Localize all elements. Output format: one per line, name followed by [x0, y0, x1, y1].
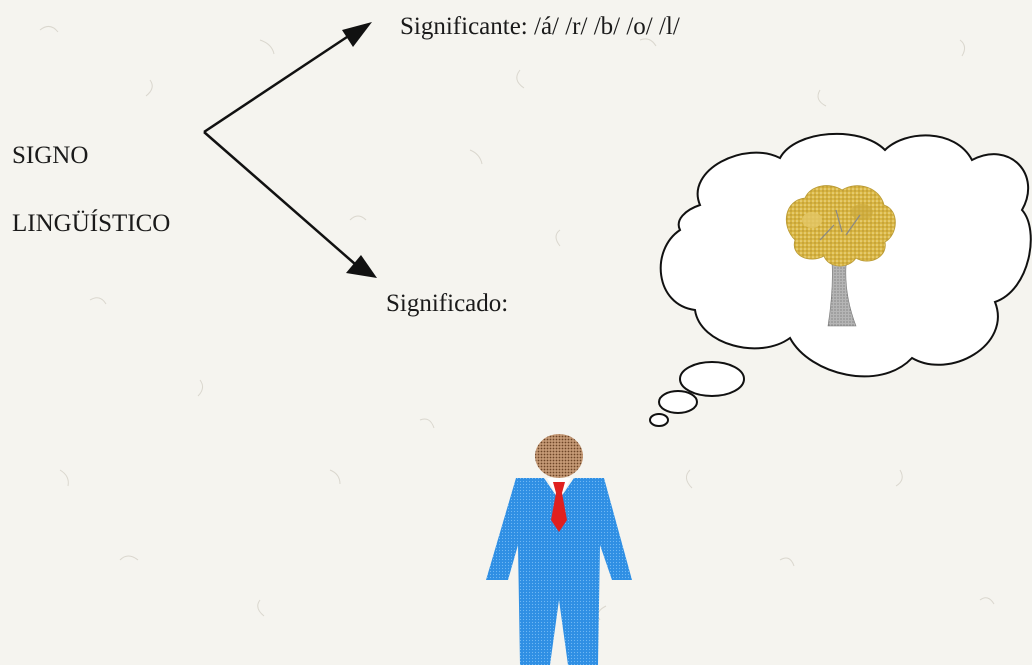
- signifier-label: Significante: /á/ /r/ /b/ /o/ /l/: [400, 13, 680, 40]
- thought-bubble-small: [649, 413, 669, 427]
- person-suit: [486, 478, 632, 665]
- person-tie: [551, 482, 567, 532]
- tree-icon: [786, 185, 896, 327]
- arrow-to-signified: [203, 131, 356, 265]
- signified-label: Significado:: [386, 290, 509, 317]
- arrowhead-down-icon: [346, 255, 377, 278]
- sign-term-line1: SIGNO: [12, 142, 89, 169]
- thought-bubble-medium: [658, 390, 698, 414]
- arrowhead-up-icon: [342, 22, 372, 47]
- sign-term-line2: LINGÜÍSTICO: [12, 210, 171, 237]
- thought-bubble-large: [679, 361, 745, 397]
- arrow-to-signifier: [203, 33, 351, 134]
- person-head: [535, 434, 583, 478]
